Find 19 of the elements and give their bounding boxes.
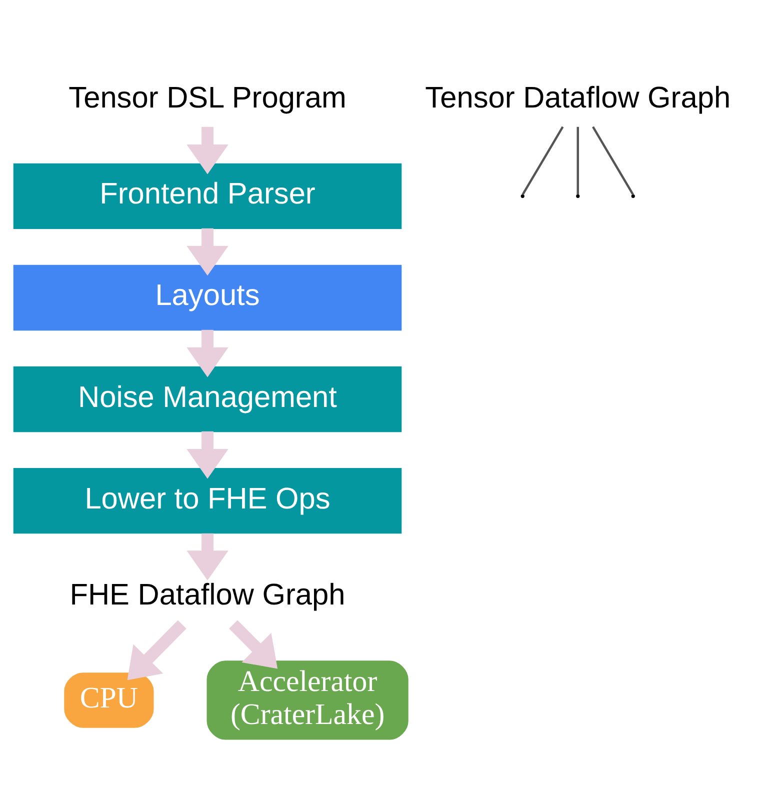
arrow bbox=[229, 620, 278, 669]
arrow bbox=[127, 620, 186, 680]
node-text: FHE Dataflow Graph bbox=[70, 578, 346, 612]
connector bbox=[522, 126, 564, 196]
arrow bbox=[186, 533, 228, 580]
arrow bbox=[186, 330, 228, 378]
arrow bbox=[186, 228, 228, 276]
node-text: Tensor DSL Program bbox=[68, 81, 346, 114]
node-box: Lower to FHE Ops bbox=[13, 468, 402, 534]
node-box: Noise Management bbox=[13, 366, 402, 432]
node-text: Tensor Dataflow Graph bbox=[425, 81, 731, 114]
connector bbox=[592, 126, 634, 196]
node-box: Layouts bbox=[13, 264, 402, 331]
connector bbox=[576, 126, 579, 195]
arrow bbox=[186, 126, 228, 174]
node-box: CPU bbox=[64, 672, 154, 728]
arrow bbox=[186, 431, 228, 479]
node-box: Accelerator (CraterLake) bbox=[206, 660, 408, 740]
node-box: Frontend Parser bbox=[13, 163, 402, 230]
